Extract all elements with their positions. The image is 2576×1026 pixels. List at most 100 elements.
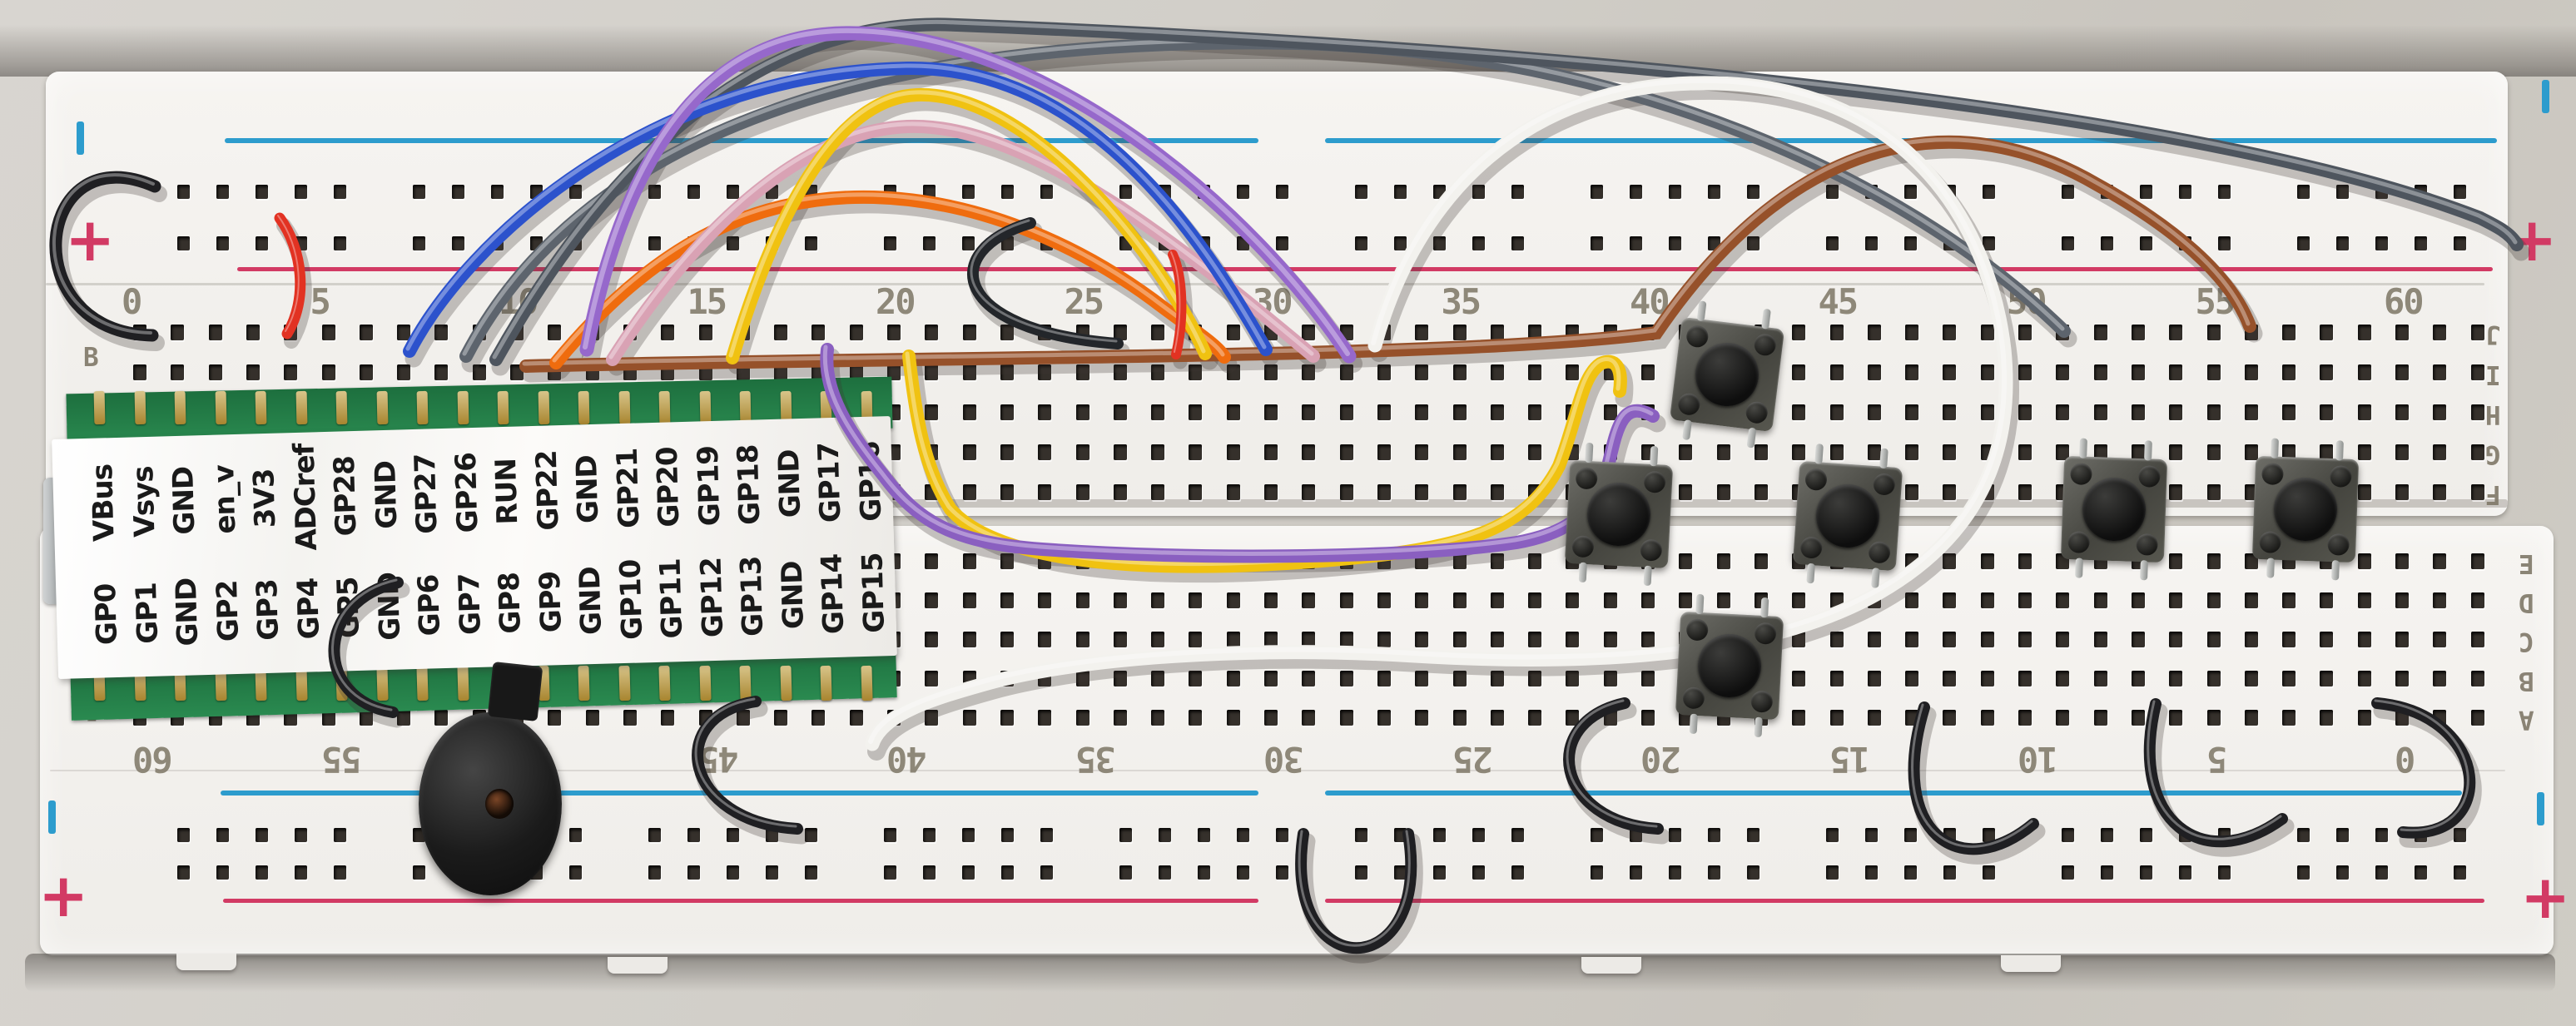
breadboard-hole xyxy=(849,364,863,380)
power-rail-hole xyxy=(256,236,268,250)
breadboard-hole xyxy=(1943,671,1957,686)
breadboard-hole xyxy=(1980,671,1994,686)
breadboard-hole xyxy=(2320,404,2334,420)
breadboard-hole xyxy=(2169,484,2183,500)
breadboard-hole xyxy=(1792,404,1806,420)
power-rail-hole xyxy=(1355,236,1367,250)
power-rail-hole xyxy=(177,236,190,250)
power-rail-hole xyxy=(1119,828,1132,842)
power-rail-hole xyxy=(2375,828,2388,842)
breadboard-hole xyxy=(2244,592,2258,608)
breadboard-hole xyxy=(1943,484,1957,500)
button-leg xyxy=(1650,445,1659,467)
breadboard-hole xyxy=(2433,404,2447,420)
breadboard-hole xyxy=(2433,484,2447,500)
power-rail-hole xyxy=(2062,236,2074,250)
power-rail-hole xyxy=(2454,185,2466,199)
power-rail-hole xyxy=(334,828,346,842)
breadboard-hole xyxy=(1905,484,1919,500)
power-rail-hole xyxy=(1001,185,1014,199)
breadboard-hole xyxy=(2357,710,2371,726)
power-rail-hole xyxy=(687,828,700,842)
button-corner-contact xyxy=(1685,324,1710,349)
power-rail-hole xyxy=(413,185,425,199)
white-wire-shadow xyxy=(867,81,2020,761)
breadboard-hole xyxy=(2357,444,2371,460)
breadboard-hole xyxy=(2056,710,2070,726)
breadboard-hole xyxy=(2470,632,2484,647)
button-leg xyxy=(2140,560,2148,581)
breadboard-hole xyxy=(1905,592,1919,608)
breadboard-hole xyxy=(359,710,373,726)
button-corner-contact xyxy=(1868,540,1891,564)
breadboard-hole xyxy=(2244,404,2258,420)
breadboard-hole xyxy=(1528,325,1542,340)
button-corner-contact xyxy=(1804,468,1828,492)
power-rail-hole xyxy=(413,865,425,880)
breadboard-hole xyxy=(2056,364,2070,380)
breadboard-hole xyxy=(2244,364,2258,380)
orange-wire-highlight xyxy=(552,192,1225,363)
power-rail-hole xyxy=(648,828,661,842)
breadboard-hole xyxy=(2169,364,2183,380)
power-rail-hole xyxy=(216,236,229,250)
push-button-4 xyxy=(2060,438,2168,581)
breadboard-hole xyxy=(2395,592,2409,608)
breadboard-hole xyxy=(2169,710,2183,726)
power-rail-hole xyxy=(1630,236,1642,250)
breadboard-hole xyxy=(1792,592,1806,608)
power-rail-hole xyxy=(1826,185,1839,199)
button-corner-contact xyxy=(1676,392,1701,417)
breadboard-hole xyxy=(1641,671,1655,686)
breadboard-hole xyxy=(1038,592,1052,608)
breadboard-hole xyxy=(133,364,146,380)
power-rail-hole xyxy=(727,828,739,842)
breadboard-hole xyxy=(246,325,260,340)
breadboard-hole xyxy=(1339,484,1353,500)
breadboard-hole xyxy=(1377,484,1391,500)
button-leg xyxy=(1578,562,1587,583)
breadboard-hole xyxy=(1000,364,1014,380)
breadboard-hole xyxy=(1000,325,1014,340)
power-rail-hole xyxy=(1826,236,1839,250)
breadboard-hole xyxy=(1452,710,1467,726)
breadboard-hole xyxy=(2056,592,2070,608)
breadboard-hole xyxy=(1867,404,1881,420)
breadboard-hole xyxy=(962,444,976,460)
breadboard-hole xyxy=(698,325,712,340)
power-rail-hole xyxy=(805,828,817,842)
breadboard-hole xyxy=(2206,325,2221,340)
power-rail-hole xyxy=(216,185,229,199)
breadboard-hole xyxy=(849,325,863,340)
breadboard-hole xyxy=(1641,592,1655,608)
power-rail-hole xyxy=(1591,865,1603,880)
power-rail-hole xyxy=(413,236,425,250)
breadboard-hole xyxy=(548,710,562,726)
power-rail-hole xyxy=(1472,865,1485,880)
breadboard-hole xyxy=(1113,671,1127,686)
breadboard-hole xyxy=(812,710,826,726)
breadboard-hole xyxy=(208,325,222,340)
push-button-1 xyxy=(1669,300,1785,449)
breadboard-hole xyxy=(1980,592,1994,608)
breadboard-hole xyxy=(1038,632,1052,647)
breadboard-hole xyxy=(1980,710,1994,726)
breadboard-hole xyxy=(2206,671,2221,686)
breadboard-hole xyxy=(397,710,411,726)
power-rail-hole xyxy=(727,865,739,880)
breadboard-hole xyxy=(1490,632,1504,647)
breadboard-hole xyxy=(2433,325,2447,340)
power-rail-hole xyxy=(2336,185,2349,199)
board-bottom-shadow xyxy=(25,954,2555,992)
breadboard-hole xyxy=(1943,632,1957,647)
power-rail-hole xyxy=(2336,828,2349,842)
power-rail-hole xyxy=(923,865,936,880)
breadboard-hole xyxy=(1490,671,1504,686)
breadboard-hole xyxy=(1867,325,1881,340)
breadboard-hole xyxy=(1226,592,1240,608)
breadboard-hole xyxy=(2018,710,2032,726)
breadboard-hole xyxy=(1377,444,1391,460)
breadboard-hole xyxy=(1113,325,1127,340)
breadboard-hole xyxy=(2433,632,2447,647)
breadboard-hole xyxy=(2470,325,2484,340)
